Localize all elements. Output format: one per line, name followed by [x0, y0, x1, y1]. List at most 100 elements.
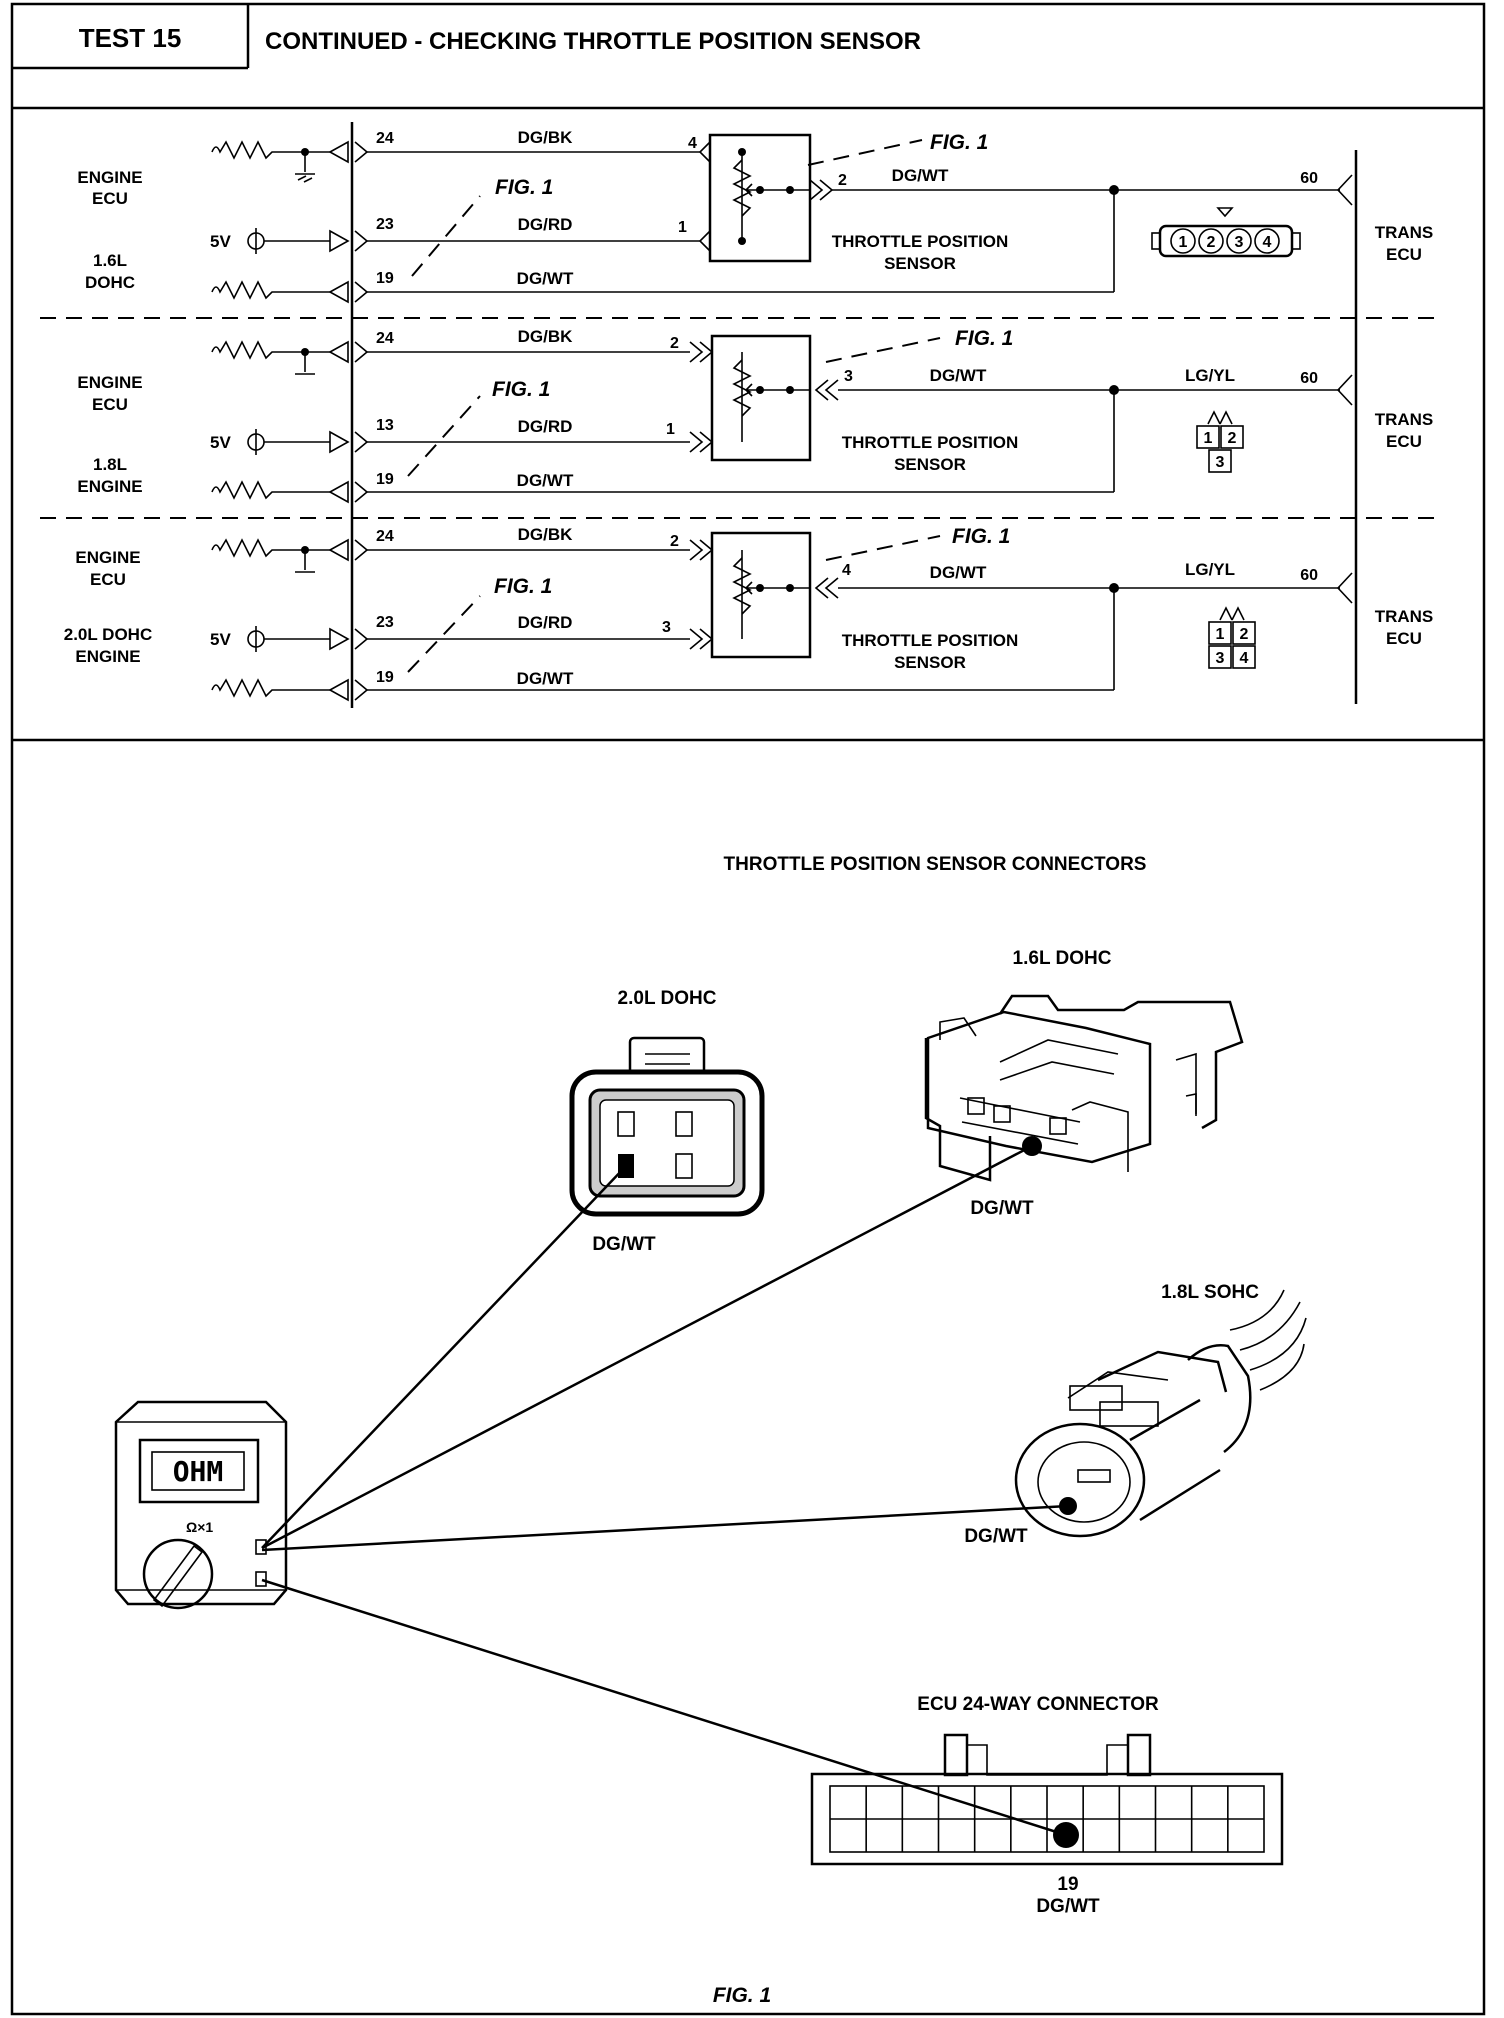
figure-caption: FIG. 1 [713, 1984, 771, 2007]
svg-text:4: 4 [1263, 234, 1272, 251]
connector-1-8l-sohc: 1.8L SOHC DG/WT [964, 1282, 1307, 1547]
svg-text:1.6L: 1.6L [93, 251, 127, 270]
svg-text:3: 3 [1216, 650, 1225, 667]
svg-text:ECU: ECU [1386, 245, 1422, 264]
svg-text:2.0L DOHC: 2.0L DOHC [64, 625, 153, 644]
svg-text:60: 60 [1300, 567, 1318, 584]
svg-text:ECU: ECU [1386, 629, 1422, 648]
svg-text:5V: 5V [210, 630, 231, 649]
svg-text:ECU 24-WAY CONNECTOR: ECU 24-WAY CONNECTOR [917, 1694, 1159, 1715]
svg-text:60: 60 [1300, 370, 1318, 387]
test-number: TEST 15 [79, 23, 182, 53]
svg-text:DG/RD: DG/RD [518, 613, 573, 632]
svg-text:19: 19 [376, 471, 394, 488]
svg-text:SENSOR: SENSOR [884, 254, 956, 273]
svg-text:ECU: ECU [92, 395, 128, 414]
svg-text:DOHC: DOHC [85, 273, 135, 292]
svg-text:DG/WT: DG/WT [592, 1234, 656, 1255]
svg-text:2: 2 [1228, 430, 1237, 447]
svg-text:2: 2 [670, 533, 679, 550]
svg-text:1: 1 [1179, 234, 1188, 251]
svg-text:DG/WT: DG/WT [964, 1526, 1028, 1547]
svg-text:4: 4 [842, 562, 851, 579]
test-title: CONTINUED - CHECKING THROTTLE POSITION S… [265, 28, 921, 55]
figure-title: THROTTLE POSITION SENSOR CONNECTORS [724, 854, 1147, 875]
svg-text:1: 1 [1216, 626, 1225, 643]
svg-text:5V: 5V [210, 433, 231, 452]
svg-text:DG/BK: DG/BK [518, 525, 574, 544]
svg-text:1: 1 [1204, 430, 1213, 447]
svg-text:19: 19 [376, 669, 394, 686]
svg-text:3: 3 [844, 368, 853, 385]
svg-text:ENGINE: ENGINE [77, 168, 142, 187]
svg-text:FIG. 1: FIG. 1 [952, 525, 1010, 548]
svg-text:DG/WT: DG/WT [892, 166, 949, 185]
svg-text:LG/YL: LG/YL [1185, 366, 1235, 385]
connector-16l-pins: 1 2 3 4 [1151, 207, 1301, 258]
svg-text:DG/WT: DG/WT [930, 366, 987, 385]
svg-text:1: 1 [666, 421, 675, 438]
svg-text:5V: 5V [210, 232, 231, 251]
svg-text:1: 1 [678, 219, 687, 236]
svg-text:24: 24 [376, 130, 394, 147]
svg-text:SENSOR: SENSOR [894, 455, 966, 474]
tps-sensor-18l [710, 334, 812, 462]
meter-dial [142, 1538, 214, 1610]
svg-text:DG/WT: DG/WT [930, 563, 987, 582]
svg-text:4: 4 [1240, 650, 1249, 667]
connector-20l-pins: 1 2 3 4 [1208, 606, 1256, 669]
svg-text:2: 2 [670, 335, 679, 352]
svg-text:THROTTLE POSITION: THROTTLE POSITION [832, 232, 1009, 251]
svg-text:OHM: OHM [173, 1455, 224, 1488]
svg-text:2: 2 [1207, 234, 1216, 251]
schematic [40, 122, 1440, 708]
page-frame [10, 2, 1486, 2016]
svg-text:THROTTLE POSITION: THROTTLE POSITION [842, 631, 1019, 650]
test-leads [261, 1144, 1069, 1837]
svg-text:ECU: ECU [92, 189, 128, 208]
svg-text:19: 19 [1057, 1874, 1078, 1895]
svg-text:DG/BK: DG/BK [518, 327, 574, 346]
svg-text:1.6L DOHC: 1.6L DOHC [1013, 948, 1112, 969]
svg-text:3: 3 [1235, 234, 1244, 251]
svg-text:DG/WT: DG/WT [970, 1198, 1034, 1219]
svg-text:DG/WT: DG/WT [517, 471, 574, 490]
svg-text:FIG. 1: FIG. 1 [955, 327, 1013, 350]
svg-text:3: 3 [662, 619, 671, 636]
svg-text:DG/WT: DG/WT [517, 269, 574, 288]
svg-text:3: 3 [1216, 454, 1225, 471]
schematic-section-2: ENGINE ECU 1.8L ENGINE 5V 24 13 19 DG/BK… [77, 327, 1434, 504]
svg-text:ECU: ECU [1386, 432, 1422, 451]
connector-18l-pins: 1 2 3 [1196, 410, 1244, 473]
svg-text:TRANS: TRANS [1375, 410, 1434, 429]
ohmmeter: OHM Ω×1 [114, 1400, 288, 1610]
svg-text:2: 2 [1240, 626, 1249, 643]
meter-display [138, 1438, 260, 1504]
svg-text:ECU: ECU [90, 570, 126, 589]
svg-text:FIG. 1: FIG. 1 [930, 131, 988, 154]
svg-text:TRANS: TRANS [1375, 607, 1434, 626]
connector-ecu-24-way: ECU 24-WAY CONNECTOR 19 DG/WT [810, 1694, 1284, 1917]
svg-text:1.8L: 1.8L [93, 455, 127, 474]
svg-text:2.0L DOHC: 2.0L DOHC [618, 988, 717, 1009]
svg-text:13: 13 [376, 417, 394, 434]
svg-text:DG/WT: DG/WT [1036, 1896, 1100, 1917]
svg-text:ENGINE: ENGINE [75, 548, 140, 567]
svg-text:ENGINE: ENGINE [75, 647, 140, 666]
svg-text:2: 2 [838, 172, 847, 189]
svg-text:ENGINE: ENGINE [77, 477, 142, 496]
svg-text:FIG. 1: FIG. 1 [492, 378, 550, 401]
svg-text:DG/WT: DG/WT [517, 669, 574, 688]
svg-text:1.8L SOHC: 1.8L SOHC [1161, 1282, 1259, 1303]
svg-text:DG/RD: DG/RD [518, 417, 573, 436]
svg-text:60: 60 [1300, 170, 1318, 187]
tps-sensor-16l [708, 133, 812, 263]
svg-text:SENSOR: SENSOR [894, 653, 966, 672]
svg-text:DG/BK: DG/BK [518, 128, 574, 147]
svg-text:23: 23 [376, 216, 394, 233]
connector-1-6l-dohc: 1.6L DOHC DG/WT [924, 948, 1244, 1219]
svg-text:23: 23 [376, 614, 394, 631]
svg-text:24: 24 [376, 330, 394, 347]
svg-text:Ω×1: Ω×1 [186, 1519, 213, 1535]
